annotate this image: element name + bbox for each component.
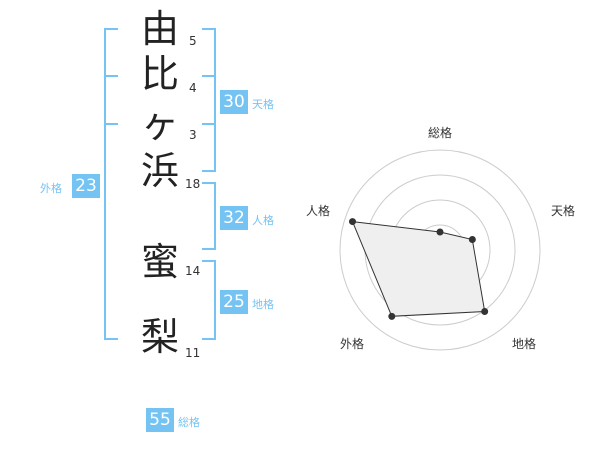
stroke-count-6: 11 [185,346,201,360]
radar-points [349,218,489,320]
radar-point-4 [349,218,357,226]
stroke-count-2: 4 [189,81,197,95]
soukaku-badge: 55 [146,408,174,432]
jinkaku-label: 人格 [252,214,274,227]
radar-label-soukaku: 総格 [427,126,452,140]
radar-label-chikaku: 地格 [511,337,536,351]
gaikaku-badge: 23 [72,174,100,198]
name-char-5: 蜜 [140,240,179,284]
chikaku-label: 地格 [252,298,274,311]
radar-label-gaikaku: 外格 [339,337,364,351]
name-char-1: 由 [140,7,179,51]
radar-point-2 [481,307,489,315]
chikaku-badge: 25 [220,290,248,314]
stroke-count-4: 18 [185,177,201,191]
name-char-2: 比 [140,52,179,96]
radar-point-0 [436,228,444,236]
stroke-count-5: 14 [185,264,201,278]
jinkaku-badge: 32 [220,206,248,230]
radar-label-tenkaku: 天格 [550,204,575,218]
name-char-4: 浜 [140,149,179,193]
name-char-6: 梨 [140,315,179,359]
soukaku-label: 総格 [178,416,200,429]
radar-area [351,221,486,317]
radar-chart [339,149,541,351]
radar-label-jinkaku: 人格 [305,204,330,218]
stroke-count-1: 5 [189,34,197,48]
stroke-count-3: 3 [189,128,197,142]
radar-point-1 [468,235,476,243]
gaikaku-label: 外格 [40,182,62,195]
tenkaku-badge: 30 [220,90,248,114]
name-char-3: ヶ [140,102,179,146]
tenkaku-label: 天格 [252,98,274,111]
radar-point-3 [388,312,396,320]
radar-grid-ring [339,149,541,351]
